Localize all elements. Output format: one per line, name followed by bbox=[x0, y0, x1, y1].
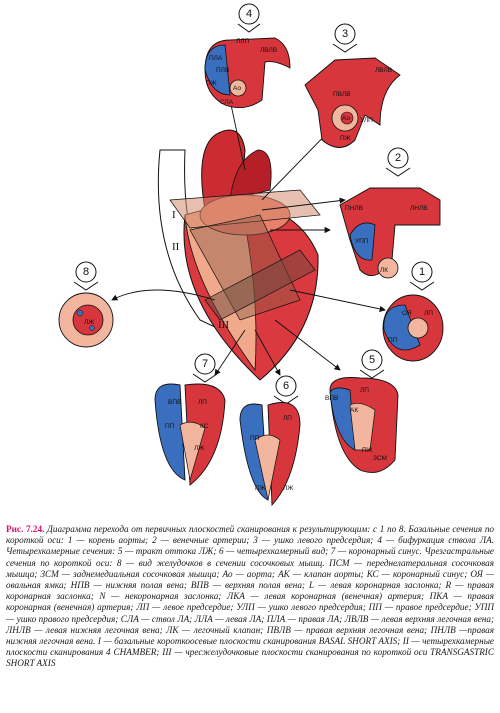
structure-label: ЛП bbox=[424, 310, 433, 317]
structure-label: ЛП bbox=[360, 387, 369, 394]
structure-label: ПЖ bbox=[362, 447, 373, 454]
structure-label: ЛЛП bbox=[236, 38, 250, 45]
structure-label: ЛВЛВ bbox=[260, 47, 277, 54]
structure-label: ПВЛВ bbox=[333, 91, 351, 98]
structure-label: ЛЖ bbox=[194, 445, 204, 452]
structure-label: ПЖ bbox=[340, 135, 351, 142]
scan-plane-I bbox=[169, 189, 321, 229]
structure-label: КС bbox=[200, 423, 209, 430]
structure-label: ПЛВ bbox=[216, 67, 229, 74]
view-3: 3 ЛВЛВ ПВЛВ Ао УЛП ПЖ bbox=[304, 23, 401, 148]
structure-label: СЛА bbox=[220, 99, 234, 106]
structure-label: ПП bbox=[250, 435, 260, 442]
plane-label-III: III bbox=[218, 319, 229, 331]
view-2-number: 2 bbox=[395, 152, 401, 164]
view-5-number: 5 bbox=[369, 354, 375, 366]
view-7-number: 7 bbox=[202, 358, 208, 370]
view-7: 7 ВПВ ЛП ПП КС ЛЖ bbox=[154, 353, 226, 486]
structure-label: ПЛА bbox=[209, 55, 223, 62]
central-heart: I II III bbox=[157, 129, 321, 381]
plane-label-II: II bbox=[172, 241, 180, 253]
structure-label: ОЯ bbox=[402, 310, 412, 317]
view-1: 1 ОЯ ПП ЛП bbox=[382, 261, 444, 362]
heart-scanning-diagram: I II III 4 ЛЛП ПЛА ПЛВ ЛВЛВ Ао ПЖ СЛА 3 bbox=[58, 3, 444, 507]
figure-label: Рис. 7.24. bbox=[6, 524, 45, 534]
scan-plane-III bbox=[204, 249, 316, 321]
view-1-number: 1 bbox=[419, 266, 425, 278]
view-5: 5 ЛП ВПВ АК ПЖ ЗСМ bbox=[325, 349, 399, 473]
structure-label: ПНЛВ bbox=[345, 205, 363, 212]
view-8-number: 8 bbox=[83, 266, 89, 278]
structure-label: ПП bbox=[165, 423, 175, 430]
plane-label-I: I bbox=[172, 209, 176, 221]
structure-label: ЛЖ bbox=[84, 319, 94, 326]
view-3-number: 3 bbox=[342, 28, 348, 40]
structure-label: ЛВЛВ bbox=[375, 67, 392, 74]
view-8: 8 ЛЖ bbox=[58, 261, 114, 348]
structure-label: ПЖ bbox=[206, 80, 217, 87]
view-6: 6 ЛП ПП ЛЖ ПЖ bbox=[239, 375, 301, 507]
view-6-number: 6 bbox=[283, 380, 289, 392]
structure-label: ПП bbox=[388, 337, 398, 344]
structure-label: ЛП bbox=[283, 415, 292, 422]
structure-label: УЛП bbox=[360, 117, 373, 124]
structure-label: ВПВ bbox=[168, 399, 181, 406]
structure-label: ЛП bbox=[198, 399, 207, 406]
structure-label: АК bbox=[350, 407, 358, 414]
view-4-number: 4 bbox=[246, 8, 252, 20]
view-4: 4 ЛЛП ПЛА ПЛВ ЛВЛВ Ао ПЖ СЛА bbox=[204, 3, 291, 109]
structure-label: ЛК bbox=[380, 267, 388, 274]
transition-arrows bbox=[111, 99, 386, 376]
structure-label: ЗСМ bbox=[373, 455, 387, 462]
structure-label: ЛНЛВ bbox=[410, 205, 428, 212]
structure-label: ПЖ bbox=[255, 485, 266, 492]
structure-label: Ао bbox=[342, 115, 350, 122]
structure-label: ВПВ bbox=[325, 395, 338, 402]
structure-label: УПП bbox=[355, 238, 369, 245]
structure-label: Ао bbox=[233, 85, 241, 92]
structure-label: ЛЖ bbox=[283, 485, 293, 492]
caption-text: Диаграмма перехода от первичных плоскост… bbox=[6, 524, 495, 669]
view-2: 2 ПНЛВ ЛНЛВ УПП ЛК bbox=[339, 147, 441, 279]
figure-caption: Рис. 7.24. Диаграмма перехода от первичн… bbox=[6, 524, 494, 670]
